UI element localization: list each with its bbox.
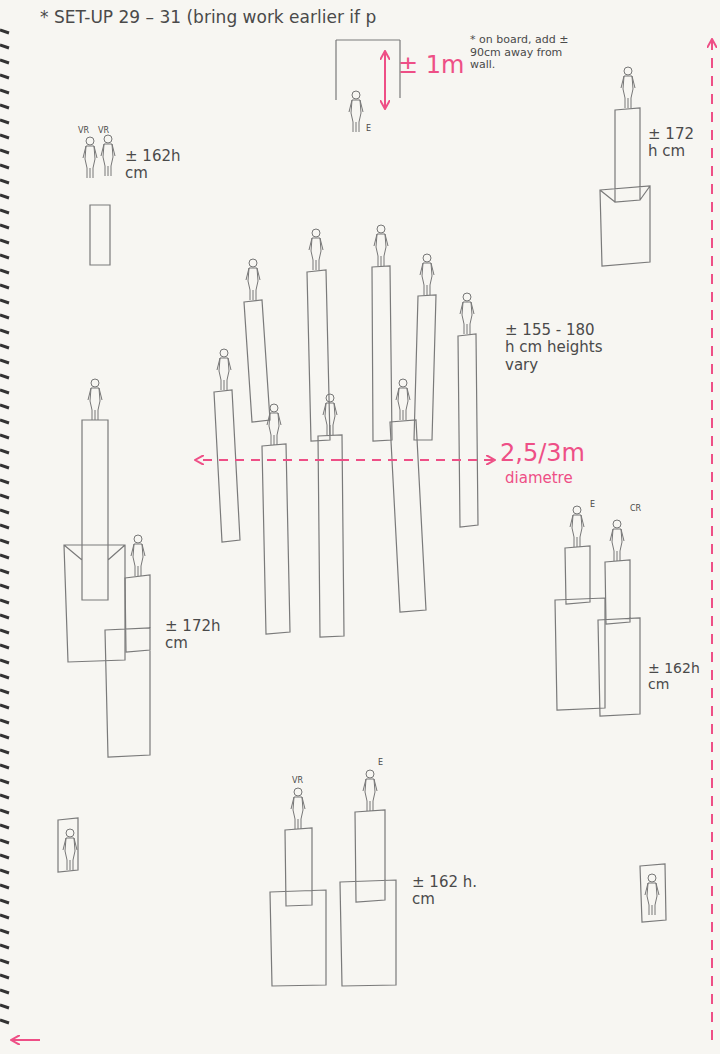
page-title: * SET-UP 29 – 31 (bring work earlier if … [40,8,376,28]
height-label: ± 155 - 180 h cm heights vary [505,322,605,374]
figures [63,67,659,915]
height-label: ± 172 h cm [648,126,706,161]
height-label: ± 162h cm [648,660,704,692]
pedestals [58,40,666,986]
figure-tag: VR [292,776,303,785]
height-label: ± 162h cm [125,148,187,183]
spiral-binding [0,30,9,1023]
pink-dimension-lines [12,40,712,1040]
note: * on board, add ± 90cm away from wall. [470,34,570,72]
figure-tag: VR [98,126,109,135]
height-label: ± 162 h. cm [412,874,492,909]
dimension-label: ± 1m [398,52,464,80]
figure-tag: E [378,758,383,767]
dimension-label: diametre [505,470,573,487]
dimension-label: 2,5/3m [500,440,585,468]
figure-tag: E [590,500,595,509]
height-label: ± 172h cm [165,618,227,653]
figure-tag: CR [630,504,641,513]
figure-tag: E [366,124,371,133]
figure-tag: VR [78,126,89,135]
